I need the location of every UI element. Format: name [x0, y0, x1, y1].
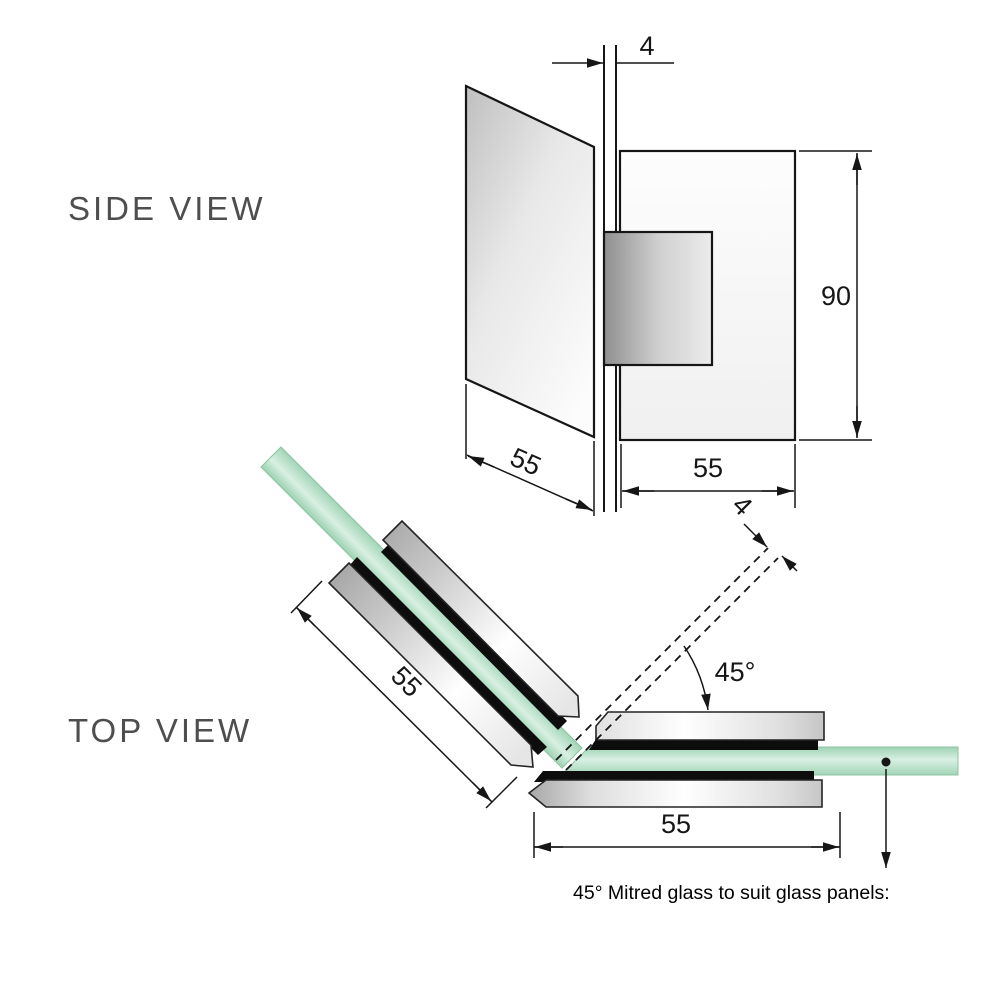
glass-panel-diagonal — [260, 446, 583, 769]
hinge-clamp-plate — [602, 230, 714, 367]
mitre-thickness-arrow-lower — [781, 555, 798, 572]
diagonal-width-dim-line — [295, 606, 493, 803]
height-dim-label: 90 — [821, 281, 851, 311]
angle-label: 45° — [715, 657, 756, 687]
diagonal-width-ext-near — [485, 776, 518, 809]
hinge-plate-horizontal-bottom — [527, 779, 823, 808]
gasket-strip-horizontal-top — [589, 739, 818, 750]
top-view-label: TOP VIEW — [68, 712, 252, 749]
panel-width-arrow-right — [565, 498, 593, 511]
mitre-dash-line-outer — [555, 547, 769, 761]
mitre-thickness-arrow-upper — [743, 523, 768, 548]
horizontal-width-dim-label: 55 — [661, 809, 691, 839]
diagonal-width-arrow-near — [472, 782, 492, 802]
glass-panel-side — [464, 84, 596, 439]
glass-thickness-dim-label: 4 — [639, 31, 654, 61]
gasket-strip-diagonal-lower — [349, 557, 547, 755]
top-view: TOP VIEW 4 45° 55 — [68, 446, 959, 904]
diagonal-width-ext-far — [290, 580, 323, 614]
side-view-label: SIDE VIEW — [68, 190, 266, 227]
diagonal-width-arrow-far — [296, 607, 316, 627]
mitre-dash-line-inner — [565, 557, 779, 771]
hinge-plate-diagonal-lower — [327, 561, 534, 768]
glass-panel-horizontal — [559, 746, 959, 776]
mitre-thickness-label: 4 — [726, 490, 758, 522]
panel-width-arrow-left — [467, 455, 495, 468]
glass-pointer-dot — [881, 757, 891, 767]
hinge-plate-horizontal-top — [595, 711, 825, 741]
gasket-strip-diagonal-upper — [381, 544, 567, 730]
side-view: SIDE VIEW 4 90 55 55 — [68, 31, 872, 516]
angle-arc — [683, 645, 711, 711]
hinge-plate-diagonal-upper — [381, 519, 580, 718]
caption-text: 45° Mitred glass to suit glass panels: — [573, 882, 890, 904]
hinge-width-dim-label: 55 — [693, 453, 723, 483]
